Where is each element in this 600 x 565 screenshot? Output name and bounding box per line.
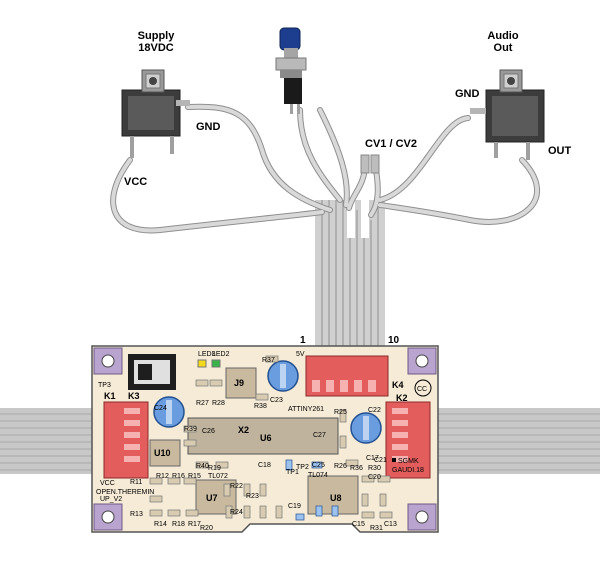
svg-text:C26: C26 <box>202 428 215 435</box>
svg-text:U10: U10 <box>154 448 171 458</box>
svg-text:R11: R11 <box>130 479 142 486</box>
svg-text:R14: R14 <box>154 521 167 528</box>
connector-k2 <box>385 401 431 479</box>
svg-text:R24: R24 <box>230 509 243 516</box>
svg-text:R22: R22 <box>230 483 243 490</box>
ic-u6 <box>187 417 339 455</box>
supply-label: Supply <box>137 30 175 42</box>
svg-text:C15: C15 <box>352 521 365 528</box>
svg-text:R12: R12 <box>156 473 169 480</box>
svg-text:C13: C13 <box>384 521 397 528</box>
svg-text:TP1: TP1 <box>286 469 299 476</box>
svg-text:SGMK: SGMK <box>398 458 419 465</box>
svg-text:TP2: TP2 <box>296 464 309 471</box>
svg-text:K4: K4 <box>392 380 404 390</box>
svg-text:R23: R23 <box>246 493 259 500</box>
svg-text:R20: R20 <box>200 525 213 532</box>
svg-text:C22: C22 <box>368 407 381 414</box>
svg-text:J9: J9 <box>234 378 244 388</box>
capacitor-c22 <box>350 412 382 444</box>
gnd-supply-label: GND <box>196 121 221 133</box>
left-ribbon-cable <box>0 408 108 474</box>
svg-text:R38: R38 <box>254 403 267 410</box>
svg-text:C17: C17 <box>366 455 379 462</box>
pcb-silkscreen: K1 K3 K4 K2 J9 X2 U6 U10 U7 U8 C23 C24 C… <box>96 351 432 532</box>
svg-text:R36: R36 <box>350 465 363 472</box>
svg-text:R17: R17 <box>188 521 201 528</box>
svg-text:ATTINY261: ATTINY261 <box>288 406 324 413</box>
svg-text:R16: R16 <box>172 473 185 480</box>
vcc-label: VCC <box>124 176 148 188</box>
cv-label: CV1 / CV2 <box>365 138 417 150</box>
svg-text:C27: C27 <box>313 432 326 439</box>
svg-text:U7: U7 <box>206 493 218 503</box>
svg-text:K3: K3 <box>128 391 140 401</box>
supply-voltage-label: 18VDC <box>138 42 174 54</box>
svg-text:U6: U6 <box>260 433 272 443</box>
gnd-audio-label: GND <box>455 88 480 100</box>
svg-text:C25: C25 <box>312 462 325 469</box>
svg-text:TL072: TL072 <box>208 473 228 480</box>
svg-text:R26: R26 <box>334 463 347 470</box>
svg-text:TP3: TP3 <box>98 382 111 389</box>
svg-text:OPEN.THEREMIN: OPEN.THEREMIN <box>96 489 154 496</box>
pcb-board: K1 K3 K4 K2 J9 X2 U6 U10 U7 U8 C23 C24 C… <box>91 335 439 533</box>
svg-text:R19: R19 <box>208 465 221 472</box>
svg-text:VCC: VCC <box>100 480 115 487</box>
svg-text:R40: R40 <box>196 463 209 470</box>
svg-text:X2: X2 <box>238 425 249 435</box>
audio-out-label: Out <box>493 42 513 54</box>
svg-text:R13: R13 <box>130 511 143 518</box>
svg-text:K1: K1 <box>104 391 116 401</box>
supply-jack <box>121 69 190 158</box>
svg-text:R25: R25 <box>334 409 347 416</box>
svg-text:R39: R39 <box>184 426 197 433</box>
svg-text:R28: R28 <box>212 400 225 407</box>
svg-text:U8: U8 <box>330 493 342 503</box>
svg-text:K2: K2 <box>396 393 408 403</box>
svg-text:R31: R31 <box>370 525 383 532</box>
svg-text:LED2: LED2 <box>212 351 230 358</box>
led2 <box>211 359 221 368</box>
svg-text:CC: CC <box>417 386 427 393</box>
capacitor-c23 <box>267 360 299 392</box>
svg-text:5V: 5V <box>296 351 305 358</box>
audio-out-jack <box>470 69 545 160</box>
top-wire-bundle <box>315 200 385 360</box>
svg-text:GAUDI.18: GAUDI.18 <box>392 467 424 474</box>
svg-text:C23: C23 <box>270 397 283 404</box>
svg-text:C20: C20 <box>368 474 381 481</box>
svg-text:C24: C24 <box>154 405 167 412</box>
svg-text:TL074: TL074 <box>308 472 328 479</box>
connector-k1 <box>103 401 149 479</box>
led3 <box>197 359 207 368</box>
svg-text:R18: R18 <box>172 521 185 528</box>
out-label: OUT <box>548 145 572 157</box>
svg-text:R37: R37 <box>262 357 275 364</box>
svg-text:C21: C21 <box>374 457 387 464</box>
pin-number-1: 1 <box>300 335 306 346</box>
svg-text:UP_V2: UP_V2 <box>100 496 122 503</box>
pin-number-10: 10 <box>388 335 400 346</box>
svg-text:R27: R27 <box>196 400 209 407</box>
capacitor-c24 <box>153 396 185 428</box>
right-ribbon-cable <box>428 408 600 474</box>
connector-k4 <box>305 355 389 397</box>
svg-text:C19: C19 <box>288 503 301 510</box>
jack-wires <box>110 103 540 234</box>
push-button <box>275 27 307 114</box>
svg-text:LED3: LED3 <box>198 351 216 358</box>
ic-u10 <box>149 439 181 467</box>
svg-text:R30: R30 <box>368 465 381 472</box>
ic-j9 <box>225 367 257 399</box>
svg-text:R15: R15 <box>188 473 201 480</box>
audio-label: Audio <box>487 30 519 42</box>
svg-text:C18: C18 <box>258 462 271 469</box>
